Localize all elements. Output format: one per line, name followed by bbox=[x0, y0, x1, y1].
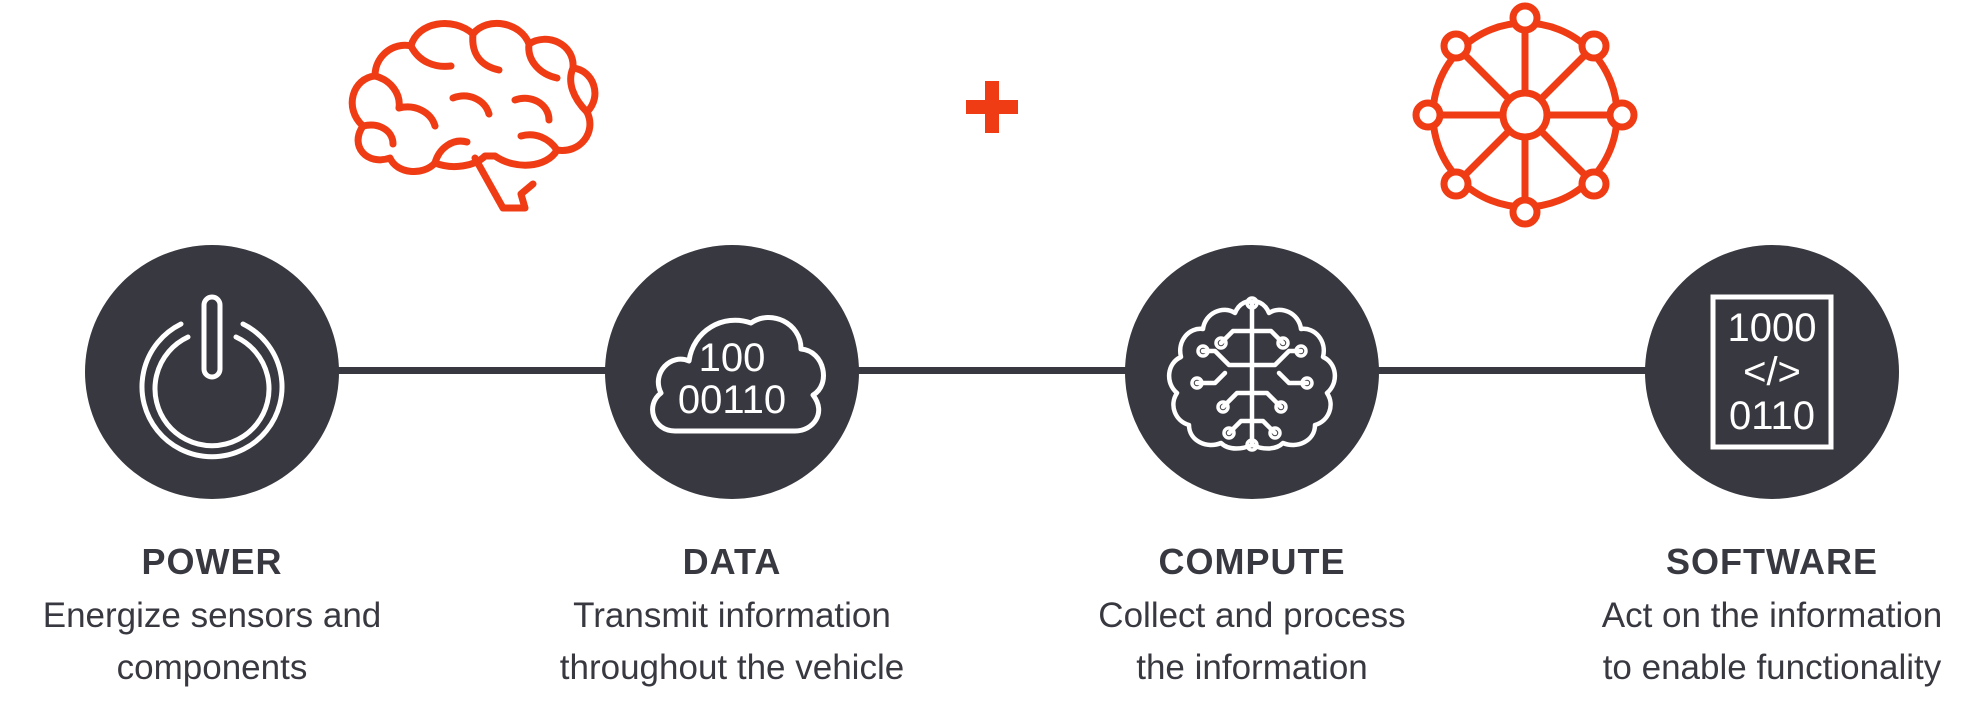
step-data: DATA Transmit information throughout the… bbox=[522, 536, 942, 694]
step-power-circle bbox=[85, 245, 339, 499]
code-document-icon: 1000 </> 0110 bbox=[1710, 294, 1834, 450]
step-description-line: Energize sensors and bbox=[42, 596, 382, 635]
step-description-line: Collect and process bbox=[1098, 596, 1406, 635]
plus-icon bbox=[966, 81, 1018, 133]
step-description: Act on the information to enable functio… bbox=[1562, 590, 1976, 694]
code-binary-line-2: 0110 bbox=[1729, 394, 1815, 438]
step-description-line: the information bbox=[1136, 648, 1368, 687]
step-description-line: to enable functionality bbox=[1602, 648, 1942, 687]
power-icon bbox=[139, 294, 285, 460]
brain-outline-icon bbox=[348, 20, 599, 212]
connector-line-2 bbox=[855, 367, 1130, 374]
step-description-line: throughout the vehicle bbox=[559, 648, 905, 687]
step-description: Transmit information throughout the vehi… bbox=[522, 590, 942, 694]
step-description-line: components bbox=[116, 648, 308, 687]
cloud-binary-line-2: 00110 bbox=[678, 378, 786, 422]
code-binary-line-1: 1000 bbox=[1728, 306, 1817, 350]
step-title: DATA bbox=[682, 541, 782, 582]
step-software-circle: 1000 </> 0110 bbox=[1645, 245, 1899, 499]
step-compute-circle bbox=[1125, 245, 1379, 499]
cloud-binary-icon: 100 00110 bbox=[650, 315, 826, 434]
step-description: Energize sensors and components bbox=[2, 590, 422, 694]
step-description: Collect and process the information bbox=[1042, 590, 1462, 694]
step-compute: COMPUTE Collect and process the informat… bbox=[1042, 536, 1462, 694]
step-title: POWER bbox=[141, 541, 283, 582]
step-data-circle: 100 00110 bbox=[605, 245, 859, 499]
connector-line-3 bbox=[1375, 367, 1650, 374]
step-title: COMPUTE bbox=[1158, 541, 1346, 582]
code-tag-line: </> bbox=[1743, 350, 1801, 394]
connector-line-1 bbox=[335, 367, 610, 374]
network-wheel-icon bbox=[1412, 2, 1638, 228]
circuit-brain-icon bbox=[1167, 296, 1337, 452]
step-software: SOFTWARE Act on the information to enabl… bbox=[1562, 536, 1976, 694]
step-description-line: Transmit information bbox=[573, 596, 891, 635]
step-title: SOFTWARE bbox=[1666, 541, 1878, 582]
step-power: POWER Energize sensors and components bbox=[2, 536, 422, 694]
cloud-binary-line-1: 100 bbox=[699, 336, 766, 380]
step-description-line: Act on the information bbox=[1601, 596, 1943, 635]
